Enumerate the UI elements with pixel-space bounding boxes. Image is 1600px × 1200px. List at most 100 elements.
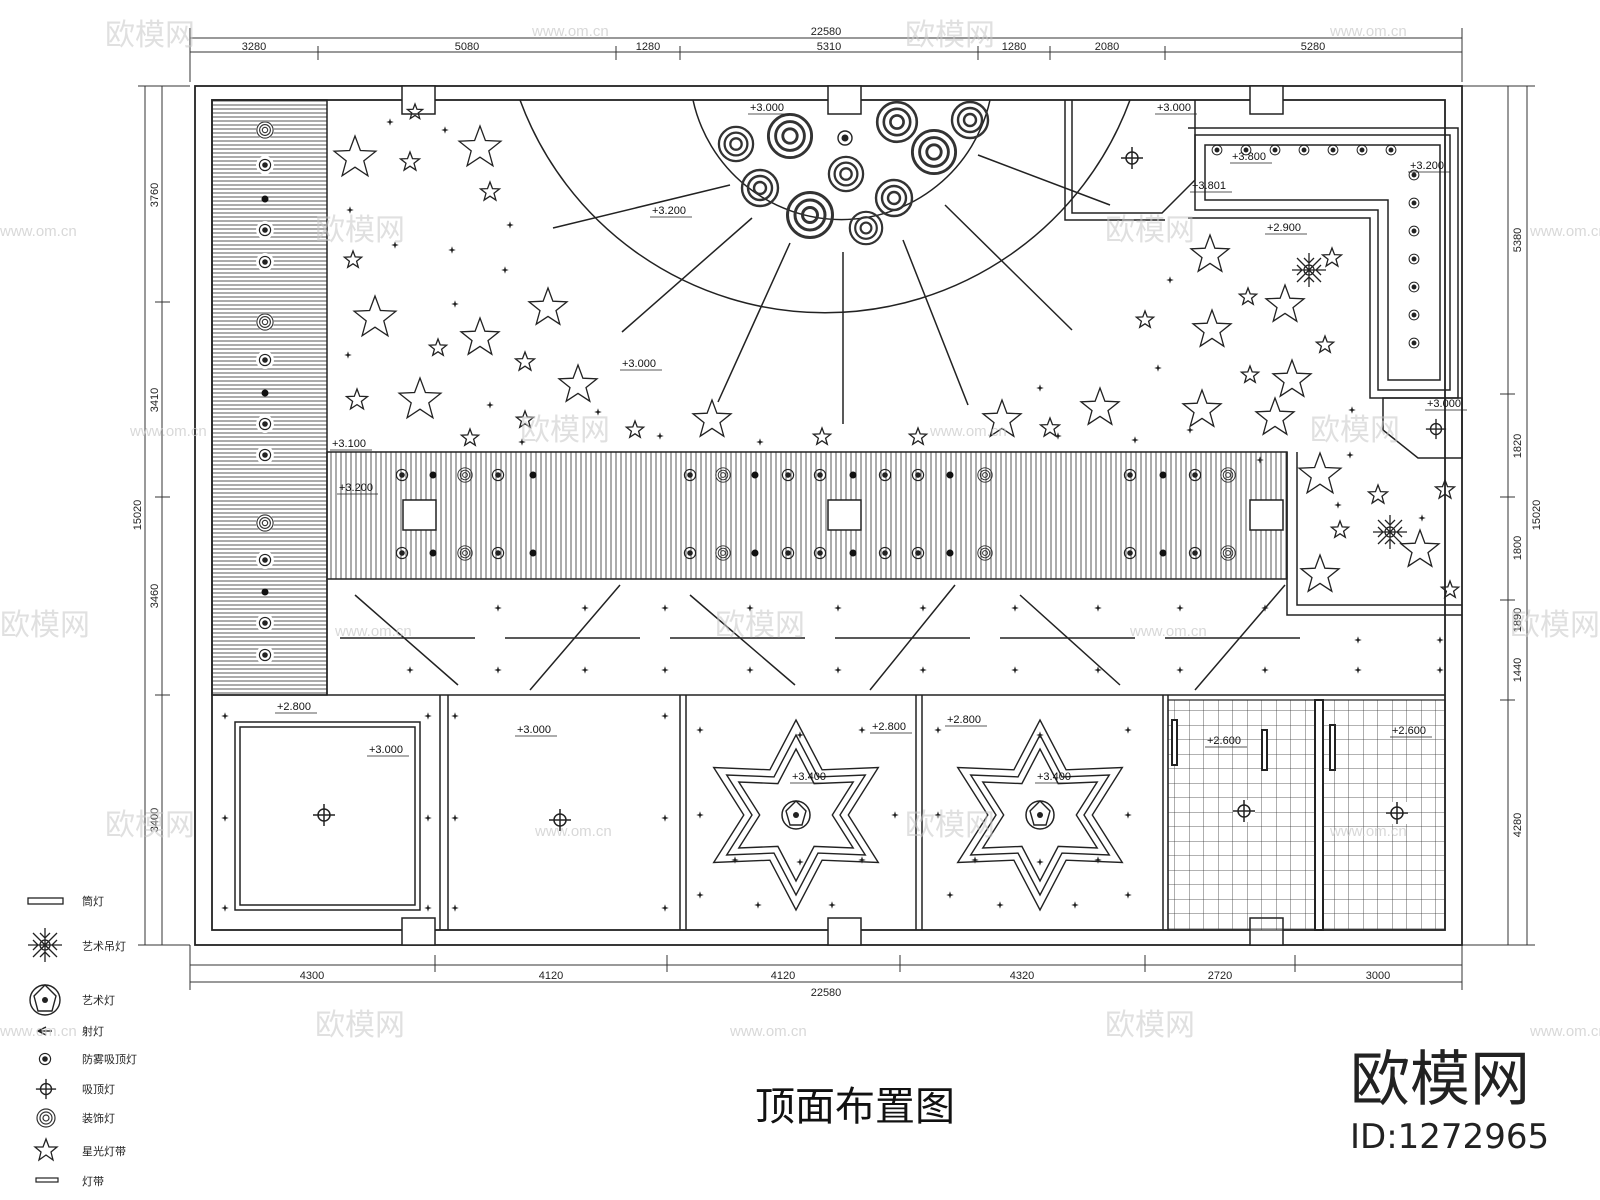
spotlight-icon	[1036, 731, 1044, 739]
watermark-url: www.om.cn	[534, 823, 612, 840]
star-light-icon	[1439, 579, 1461, 599]
spotlight-icon	[36, 1026, 52, 1036]
spotlight-icon	[1418, 514, 1426, 522]
elevation-label: +3.400	[792, 771, 826, 783]
watermark: 欧模网	[315, 1008, 405, 1043]
watermark: 欧模网	[1105, 213, 1195, 248]
elevation-label: +3.200	[339, 482, 373, 494]
spotlight-icon	[696, 891, 704, 899]
legend-label: 装饰灯	[82, 1111, 115, 1125]
spotlight-icon	[1176, 604, 1184, 612]
dim-top-seg: 5310	[817, 41, 841, 53]
spotlight-icon	[1011, 604, 1019, 612]
elevation-label: +3.000	[622, 358, 656, 370]
star-ceiling-1	[712, 718, 880, 912]
spotlight-icon	[746, 666, 754, 674]
ceiling-lamp-icon	[1408, 309, 1420, 321]
spotlight-icon	[1011, 666, 1019, 674]
decorative-lamp-icon	[910, 128, 958, 176]
crosshair-lamp-icon	[35, 1078, 57, 1100]
spotlight-icon	[656, 432, 664, 440]
star-light-icon	[557, 363, 599, 403]
elevation-label: +3.200	[1410, 160, 1444, 172]
legend-label: 星光灯带	[82, 1144, 126, 1158]
drawing-title: 顶面布置图	[755, 1084, 955, 1130]
spotlight-icon	[441, 126, 449, 134]
spotlight-icon	[1124, 891, 1132, 899]
strip-light-icon	[27, 897, 64, 905]
watermark-url: www.om.cn	[334, 623, 412, 640]
star-light-icon	[1189, 233, 1231, 273]
semicircle-ceiling	[519, 99, 1131, 424]
spotlight-icon	[661, 604, 669, 612]
spotlight-icon	[934, 726, 942, 734]
star-light-icon	[624, 419, 646, 439]
watermark: 欧模网	[315, 213, 405, 248]
spotlight-icon	[451, 712, 459, 720]
spotlight-icon	[1036, 384, 1044, 392]
dim-bottom-seg: 4120	[539, 970, 563, 982]
ceiling-lamp-icon	[1298, 144, 1310, 156]
dimensions-top	[189, 28, 1463, 82]
dimensions-right	[1462, 85, 1535, 946]
spotlight-icon	[754, 901, 762, 909]
watermark: 欧模网	[905, 808, 995, 843]
decorative-lamp-icon	[950, 100, 990, 140]
dim-top-seg: 2080	[1095, 41, 1119, 53]
ceiling-lamp-icon	[429, 471, 437, 479]
spotlight-icon	[731, 856, 739, 864]
spotlight-icon	[696, 726, 704, 734]
spotlight-icon	[1334, 501, 1342, 509]
ceiling-lamp-icon	[1159, 471, 1167, 479]
spotlight-icon	[1346, 451, 1354, 459]
star-light-icon	[1038, 416, 1062, 438]
dim-bottom-seg: 3000	[1366, 970, 1390, 982]
star-light-icon	[907, 426, 929, 446]
watermark-url: www.om.cn	[1129, 623, 1207, 640]
star-light-icon	[1320, 246, 1344, 268]
elevation-labels	[275, 113, 1467, 784]
spotlight-icon	[386, 118, 394, 126]
ceiling-lamp-icon	[529, 471, 537, 479]
spotlight-icon	[996, 901, 1004, 909]
star-light-icon	[1134, 309, 1156, 329]
ceiling-lamp-icon	[1211, 144, 1223, 156]
art-chandelier-icon	[1291, 252, 1327, 288]
watermark-url: www.om.cn	[129, 423, 207, 440]
star-light-icon	[1297, 451, 1343, 495]
spotlight-icon	[1176, 666, 1184, 674]
elevation-label: +2.800	[277, 701, 311, 713]
star-light-icon	[1299, 553, 1341, 593]
ceiling-lamp-icon	[946, 471, 954, 479]
ceiling-lamp-icon	[751, 471, 759, 479]
watermark-url: www.om.cn	[0, 223, 77, 240]
dim-bottom-seg: 4300	[300, 970, 324, 982]
dim-top-seg: 5080	[455, 41, 479, 53]
elevation-label: +3.000	[1157, 102, 1191, 114]
dim-bottom-total: 22580	[811, 987, 842, 999]
star-light-icon	[811, 426, 833, 446]
legend-label: 筒灯	[82, 894, 104, 908]
dim-top-seg: 1280	[636, 41, 660, 53]
watermarks: 欧模网 欧模网 欧模网 欧模网 欧模网 欧模网 欧模网 欧模网 欧模网 欧模网 …	[0, 18, 1600, 1043]
star-light-icon	[342, 249, 364, 269]
star-field	[332, 102, 1461, 599]
spotlight-icon	[344, 351, 352, 359]
watermark: 欧模网	[715, 608, 805, 643]
spotlight-icon	[424, 814, 432, 822]
decorative-lamp-icon	[717, 125, 755, 163]
dim-left-seg: 3410	[149, 388, 161, 412]
spotlight-icon	[494, 604, 502, 612]
decorative-lamp-icon	[766, 112, 814, 160]
dim-right-seg: 1440	[1512, 658, 1524, 682]
spotlight-icon	[581, 666, 589, 674]
legend-label: 防雾吸顶灯	[82, 1052, 137, 1066]
spotlight-icon	[756, 438, 764, 446]
dim-right-seg: 4280	[1512, 813, 1524, 837]
elevation-label: +3.000	[369, 744, 403, 756]
star-light-icon	[1254, 396, 1296, 436]
star-light-icon	[457, 124, 503, 168]
dim-top-total: 22580	[811, 26, 842, 38]
left-corridor-lamps	[256, 121, 274, 664]
spotlight-icon	[1354, 636, 1362, 644]
